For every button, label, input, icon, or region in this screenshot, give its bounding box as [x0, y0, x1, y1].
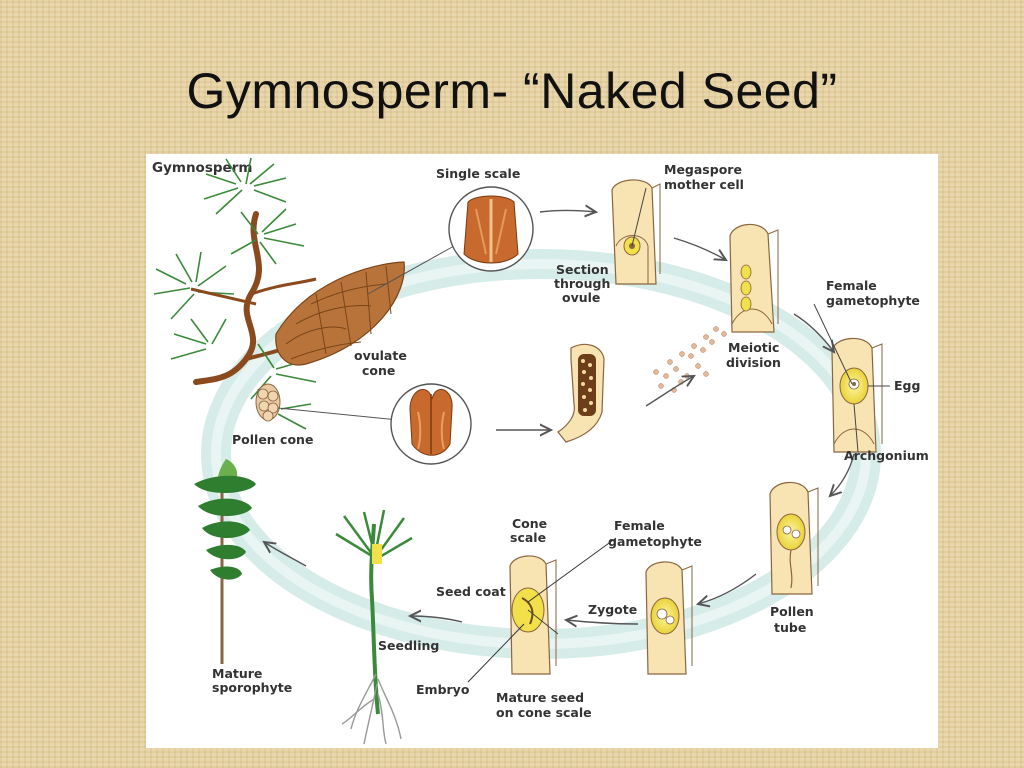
slide-title: Gymnosperm- “Naked Seed” — [186, 63, 838, 119]
label-single-scale: Single scale — [436, 166, 520, 181]
diagram-header: Gymnosperm — [152, 160, 252, 176]
pine-branch — [153, 157, 317, 430]
label-pollen-tube-2: tube — [774, 620, 806, 635]
label-meiotic-1: Meiotic — [728, 340, 779, 355]
label-egg: Egg — [894, 378, 920, 393]
label-pollen-cone: Pollen cone — [232, 432, 313, 447]
label-zygote: Zygote — [588, 602, 637, 617]
mature-sporophyte-illustration — [194, 459, 256, 664]
label-megaspore-1: Megaspore — [664, 162, 742, 177]
seedling-illustration — [335, 509, 413, 745]
label-section-2: through — [554, 276, 610, 291]
pollen-cone-pointer — [277, 407, 399, 421]
label-mature-seed-1: Mature seed — [496, 690, 584, 705]
label-embryo: Embryo — [416, 682, 470, 697]
label-female-gametophyte-bottom-2: gametophyte — [608, 534, 702, 549]
ovule-section-1 — [611, 179, 661, 285]
label-mature-seed-2: on cone scale — [496, 705, 592, 720]
label-cone-scale-1: Cone — [512, 516, 547, 531]
label-cone-scale-2: scale — [510, 530, 546, 545]
label-female-gametophyte-top-1: Female — [826, 278, 877, 293]
single-scale-illustration — [448, 186, 534, 272]
pollen-cone — [255, 383, 281, 422]
ovulate-cone-pointer — [367, 245, 455, 295]
label-female-gametophyte-bottom-1: Female — [614, 518, 665, 533]
life-cycle-diagram: Gymnosperm — [146, 154, 938, 748]
label-pollen-tube-1: Pollen — [770, 604, 814, 619]
label-archgonium: Archgonium — [844, 448, 929, 463]
ovule-section-3 — [831, 337, 883, 453]
label-mature-sporophyte-1: Mature — [212, 666, 262, 681]
label-mature-sporophyte-2: sporophyte — [212, 680, 292, 695]
pollen-scale-illustration — [390, 383, 472, 465]
ovule-section-4 — [769, 481, 819, 595]
ovulate-cone — [275, 261, 405, 366]
pollen-grains — [653, 326, 727, 393]
pollen-sac-illustration — [557, 343, 605, 443]
label-section-1: Section — [556, 262, 609, 277]
label-section-3: ovule — [562, 290, 600, 305]
label-meiotic-2: division — [726, 355, 781, 370]
label-female-gametophyte-top-2: gametophyte — [826, 293, 920, 308]
cycle-arrows — [264, 211, 855, 625]
ovule-section-2 — [729, 223, 779, 333]
label-ovulate-cone-1: ovulate — [354, 348, 407, 363]
label-seed-coat: Seed coat — [436, 584, 506, 599]
label-megaspore-2: mother cell — [664, 177, 744, 192]
label-pointers — [527, 187, 890, 635]
label-ovulate-cone-2: cone — [362, 363, 395, 378]
label-seedling: Seedling — [378, 638, 439, 653]
ovule-section-5 — [645, 561, 693, 675]
